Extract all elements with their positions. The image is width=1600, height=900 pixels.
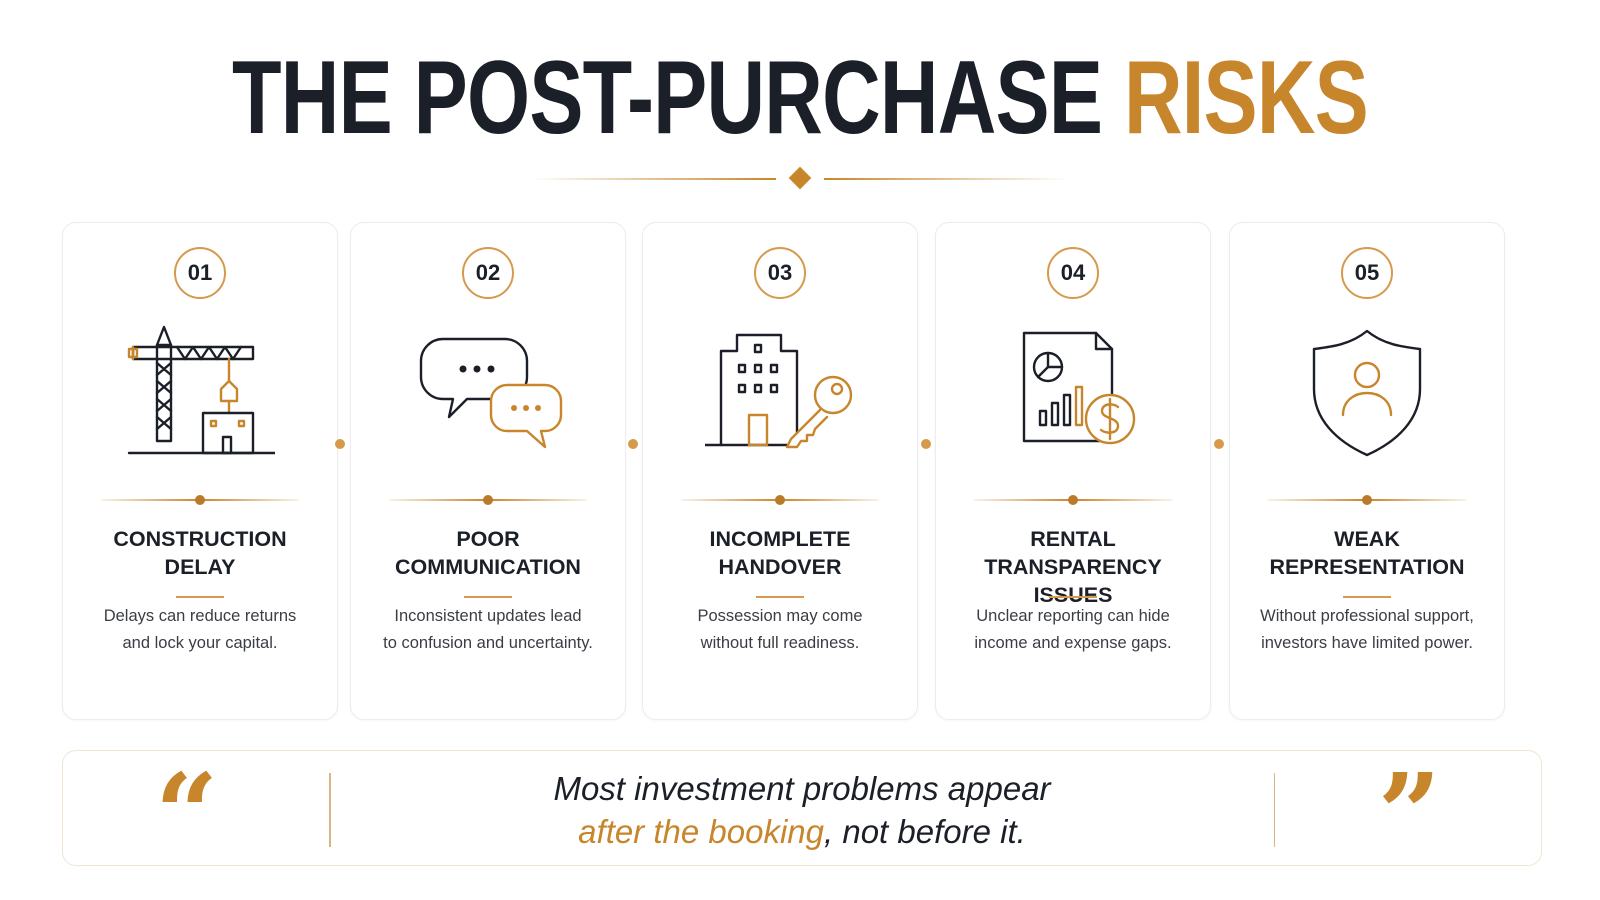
card-number: 01: [174, 247, 226, 299]
card-number: 03: [754, 247, 806, 299]
risk-card-poor-communication: 02 POOR COMMUNICATION Inconsistent updat…: [350, 222, 626, 720]
card-heading: CONSTRUCTION DELAY: [113, 527, 287, 579]
heading-underline: [1343, 596, 1391, 598]
card-heading: RENTAL TRANSPARENCY ISSUES: [984, 527, 1162, 607]
chat-bubbles-icon: [419, 337, 563, 449]
card-divider: [1268, 495, 1466, 505]
page-title-accent: RISKS: [1123, 40, 1369, 156]
shield-person-icon: [1312, 329, 1422, 457]
title-ornament: [530, 166, 1070, 190]
card-heading: INCOMPLETE HANDOVER: [709, 527, 851, 579]
card-divider: [974, 495, 1172, 505]
quote-divider-left: [329, 773, 331, 847]
construction-crane-icon: [127, 325, 275, 455]
quote-text: Most investment problems appear after th…: [553, 770, 1051, 850]
risk-card-construction-delay: 01 CONSTRUCTION DELAY Delays can reduce …: [62, 222, 338, 720]
open-quote-icon: “: [155, 749, 219, 878]
card-description: Unclear reporting can hide income and ex…: [974, 607, 1172, 652]
report-dollar-icon: [1022, 331, 1136, 445]
card-description: Without professional support, investors …: [1260, 607, 1474, 652]
card-connector-dot: [628, 439, 638, 449]
card-number: 04: [1047, 247, 1099, 299]
card-number: 02: [462, 247, 514, 299]
heading-underline: [1049, 596, 1097, 598]
quote-divider-right: [1273, 773, 1275, 847]
card-connector-dot: [921, 439, 931, 449]
card-divider: [101, 495, 299, 505]
card-description: Inconsistent updates lead to confusion a…: [383, 607, 593, 652]
card-divider: [389, 495, 587, 505]
risk-card-weak-representation: 05 WEAK REPRESENTATION Without professio…: [1229, 222, 1505, 720]
card-description: Delays can reduce returns and lock your …: [103, 607, 297, 652]
risk-cards: 01 CONSTRUCTION DELAY Delays can reduce …: [62, 222, 1542, 720]
page-title: THE POST-PURCHASE RISKS: [176, 38, 1424, 158]
heading-underline: [176, 596, 224, 598]
card-divider: [681, 495, 879, 505]
building-key-icon: [705, 333, 853, 449]
card-number: 05: [1341, 247, 1393, 299]
heading-underline: [756, 596, 804, 598]
page-title-main: THE POST-PURCHASE: [232, 40, 1103, 156]
card-connector-dot: [1214, 439, 1224, 449]
card-heading: WEAK REPRESENTATION: [1269, 527, 1465, 579]
ornament-line-right: [824, 178, 1070, 180]
heading-underline: [464, 596, 512, 598]
card-heading: POOR COMMUNICATION: [395, 527, 581, 579]
ornament-line-left: [530, 178, 776, 180]
risk-card-incomplete-handover: 03 INCOMPLETE HANDOVER Possession may co…: [642, 222, 918, 720]
quote-banner: “ Most investment problems appear after …: [62, 749, 1542, 878]
close-quote-icon: ”: [1377, 749, 1441, 878]
quote-highlight: after the booking: [578, 813, 825, 850]
card-connector-dot: [335, 439, 345, 449]
ornament-diamond: [788, 166, 812, 190]
card-description: Possession may come without full readine…: [697, 607, 863, 652]
risk-card-rental-transparency: 04 RENTAL TRANSPARENCY ISSUES Unclear re…: [935, 222, 1211, 720]
